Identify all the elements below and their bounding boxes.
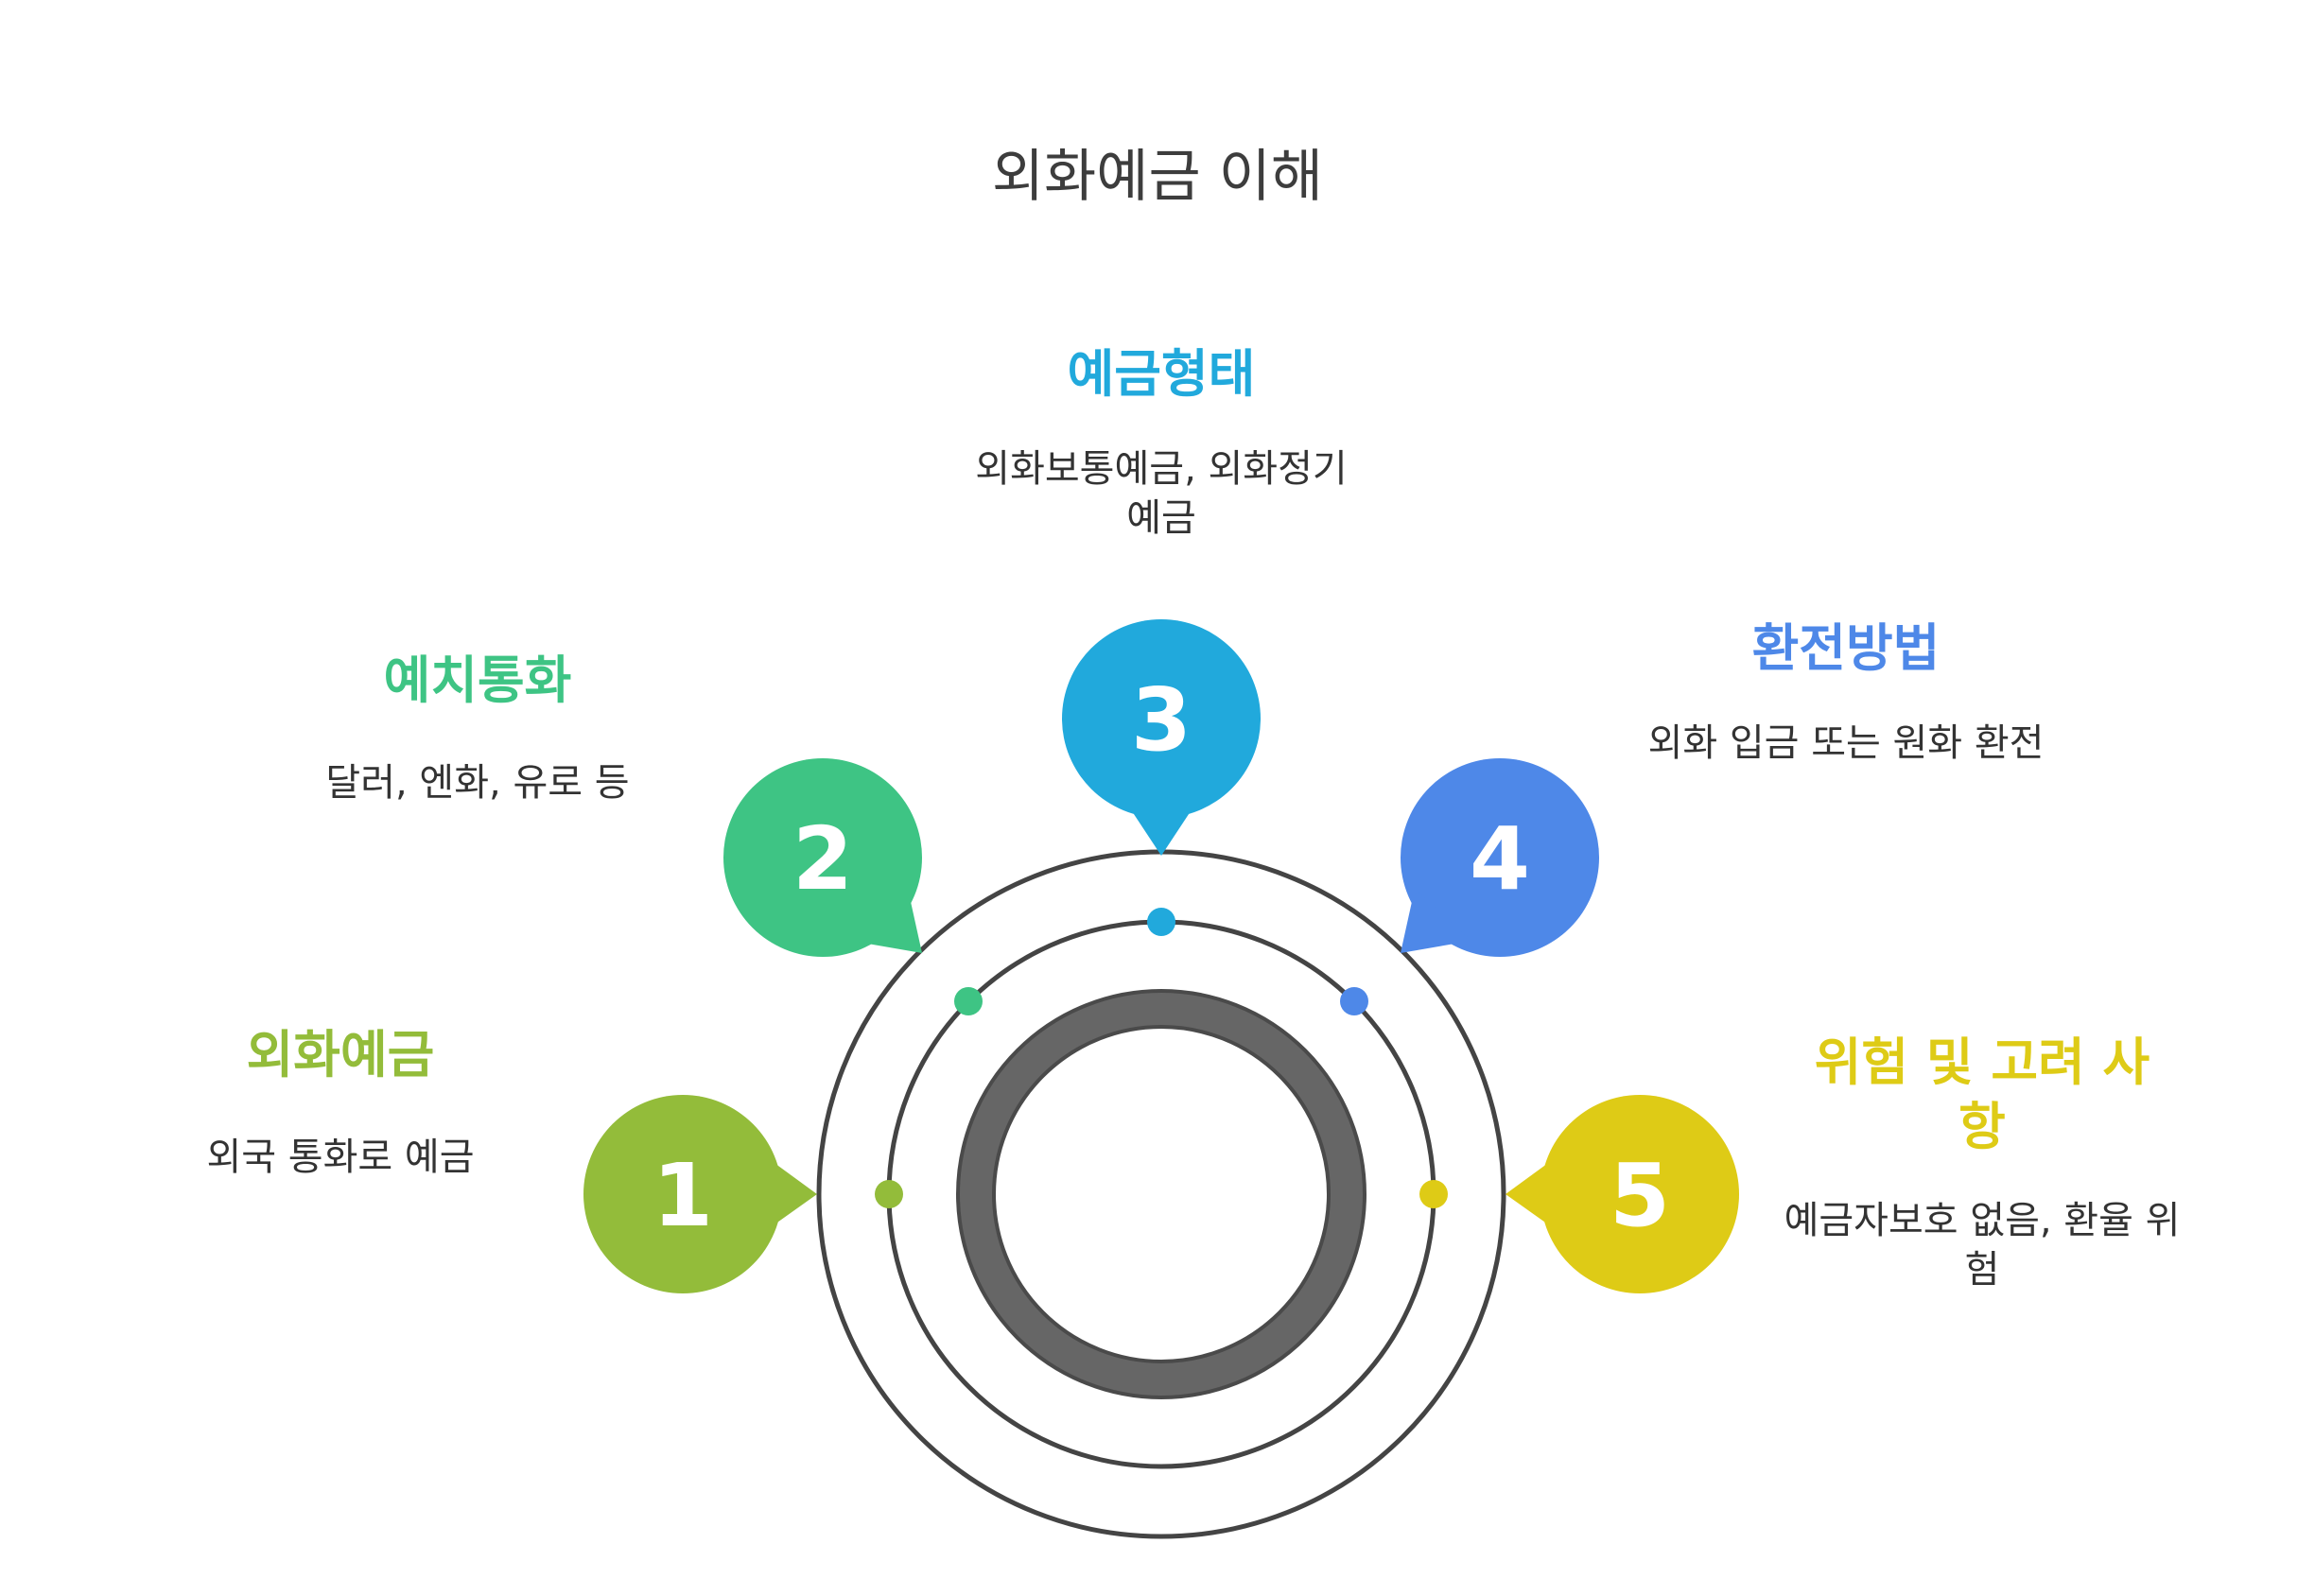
step-4-description: 외화 입금 또는 원화 환전	[1647, 721, 2045, 765]
step-3-bubble: 3	[1062, 619, 1261, 856]
step-4-bubble: 4	[1401, 758, 1599, 957]
step-3-title: 예금형태	[1067, 344, 1256, 404]
step-5-bubble: 5	[1506, 1095, 1739, 1293]
core-ring	[958, 991, 1365, 1397]
step-2-number: 2	[792, 808, 853, 910]
step-5-number: 5	[1610, 1145, 1670, 1246]
connector-dot-3	[1147, 908, 1175, 936]
step-1-description: 외국 통화로 예금	[206, 1136, 475, 1179]
core-ring-edge-inner	[992, 1025, 1331, 1363]
step-5-description: 예금자보호 없음, 환율 위험	[1784, 1199, 2181, 1292]
step-1-number: 1	[653, 1145, 713, 1246]
step-4-title: 환전방법	[1751, 618, 1941, 678]
step-4-number: 4	[1470, 808, 1530, 910]
connector-dot-4	[1340, 987, 1368, 1015]
outer-ring	[816, 849, 1506, 1539]
page-title: 외화예금 이해	[991, 144, 1324, 210]
step-2-bubble: 2	[723, 758, 922, 957]
step-5-title: 위험 및 고려 사항	[1814, 1032, 2150, 1156]
connector-dot-1	[875, 1180, 903, 1208]
step-2-title: 예치통화	[383, 651, 572, 710]
step-3-description: 외화보통예금, 외화정기예금	[975, 447, 1348, 540]
step-2-description: 달러, 엔화, 유로 등	[325, 761, 630, 805]
step-1-title: 외화예금	[246, 1025, 435, 1084]
connector-dot-5	[1419, 1180, 1448, 1208]
step-1-bubble: 1	[583, 1095, 817, 1293]
core-ring-edge-outer	[956, 989, 1366, 1399]
connector-dot-2	[954, 987, 983, 1015]
step-3-number: 3	[1131, 669, 1192, 771]
